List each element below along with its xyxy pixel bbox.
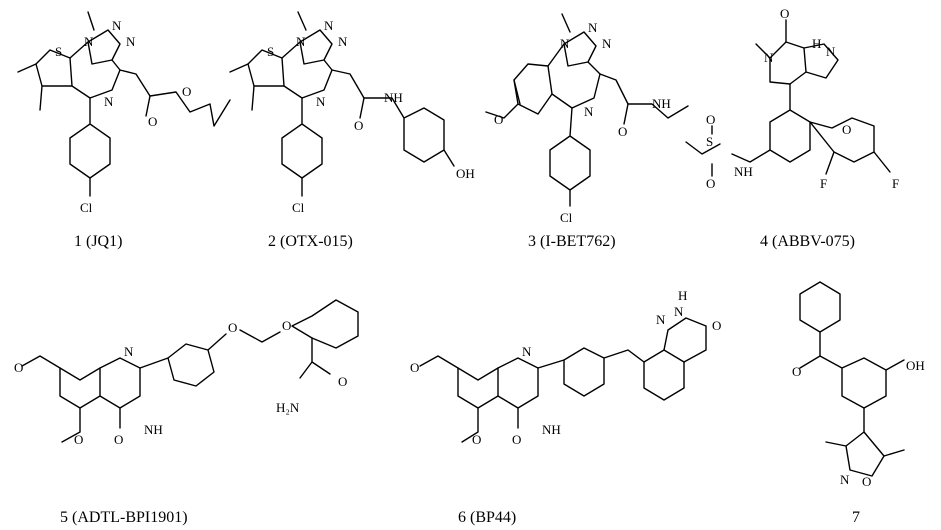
atom-label: N bbox=[584, 104, 594, 119]
atom-label: S bbox=[267, 44, 274, 59]
atom-label: F bbox=[820, 176, 827, 191]
atom-label: O bbox=[618, 124, 627, 139]
atom-label: N bbox=[602, 36, 612, 51]
atom-label: NH bbox=[734, 164, 753, 179]
compound-1-structure bbox=[17, 11, 231, 197]
atom-label: N bbox=[316, 94, 326, 109]
compound-3-structure bbox=[485, 13, 689, 207]
atom-label: N bbox=[296, 34, 306, 49]
atom-label: N bbox=[84, 34, 94, 49]
atom-label: O bbox=[182, 84, 191, 99]
atom-label: NH bbox=[384, 90, 403, 105]
atom-label: S bbox=[706, 134, 713, 149]
compound-1-caption: 1 (JQ1) bbox=[74, 233, 122, 250]
atom-label: N bbox=[522, 344, 532, 359]
compound-4-structure bbox=[685, 19, 891, 177]
atom-label: O bbox=[74, 432, 83, 447]
compound-5-structure bbox=[21, 299, 359, 443]
atom-label: O bbox=[410, 360, 419, 375]
compound-2-structure bbox=[229, 11, 455, 197]
atom-label: O bbox=[706, 176, 715, 191]
atom-label: O bbox=[842, 122, 851, 137]
atom-label: O bbox=[712, 318, 721, 333]
atom-label: O bbox=[148, 114, 157, 129]
atom-label: N bbox=[338, 34, 348, 49]
compound-6-caption: 6 (BP44) bbox=[458, 509, 516, 526]
atom-label: N bbox=[104, 94, 114, 109]
atom-label: O bbox=[472, 432, 481, 447]
atom-label: OH bbox=[906, 358, 925, 373]
atom-label: Cl bbox=[80, 200, 93, 215]
atom-label: F bbox=[892, 176, 899, 191]
atom-label: O bbox=[494, 112, 503, 127]
compound-7-caption: 7 bbox=[852, 509, 860, 526]
atom-label: N bbox=[112, 18, 122, 33]
compound-5-caption: 5 (ADTL-BPI1901) bbox=[60, 509, 188, 526]
atom-label: O bbox=[114, 432, 123, 447]
atom-label: N bbox=[124, 344, 134, 359]
atom-label: O bbox=[338, 374, 347, 389]
atom-label: H₂N bbox=[276, 400, 300, 415]
atom-label: O bbox=[862, 474, 871, 489]
atom-label: O bbox=[780, 6, 789, 21]
atom-label: N bbox=[656, 312, 666, 327]
atom-label: O bbox=[354, 118, 363, 133]
atom-label: Cl bbox=[560, 210, 573, 225]
atom-label: NH bbox=[144, 422, 163, 437]
atom-label: N bbox=[126, 34, 136, 49]
atom-label: N bbox=[588, 20, 598, 35]
compound-2-caption: 2 (OTX-015) bbox=[268, 233, 353, 250]
atom-label: OH bbox=[456, 166, 475, 181]
atom-label: H bbox=[678, 288, 687, 303]
compound-4-caption: 4 (ABBV-075) bbox=[760, 233, 855, 250]
compound-3-caption: 3 (I-BET762) bbox=[528, 233, 616, 250]
atom-label: N bbox=[826, 44, 836, 59]
atom-label: S bbox=[55, 44, 62, 59]
atom-label: O bbox=[14, 360, 23, 375]
compound-6-structure bbox=[419, 317, 707, 443]
atom-label: O bbox=[282, 318, 291, 333]
atom-label: O bbox=[228, 320, 237, 335]
atom-label: NH bbox=[652, 96, 671, 111]
compound-7-structure bbox=[799, 281, 905, 477]
atom-label: N bbox=[840, 472, 850, 487]
atom-label: NH bbox=[542, 422, 561, 437]
atom-label: H bbox=[812, 36, 821, 51]
atom-label: O bbox=[706, 112, 715, 127]
atom-label: N bbox=[324, 18, 334, 33]
atom-label: O bbox=[792, 364, 801, 379]
atom-label: N bbox=[674, 304, 684, 319]
atom-label: Cl bbox=[292, 200, 305, 215]
atom-label: N bbox=[560, 36, 570, 51]
atom-label: N bbox=[764, 50, 774, 65]
atom-label: O bbox=[512, 432, 521, 447]
